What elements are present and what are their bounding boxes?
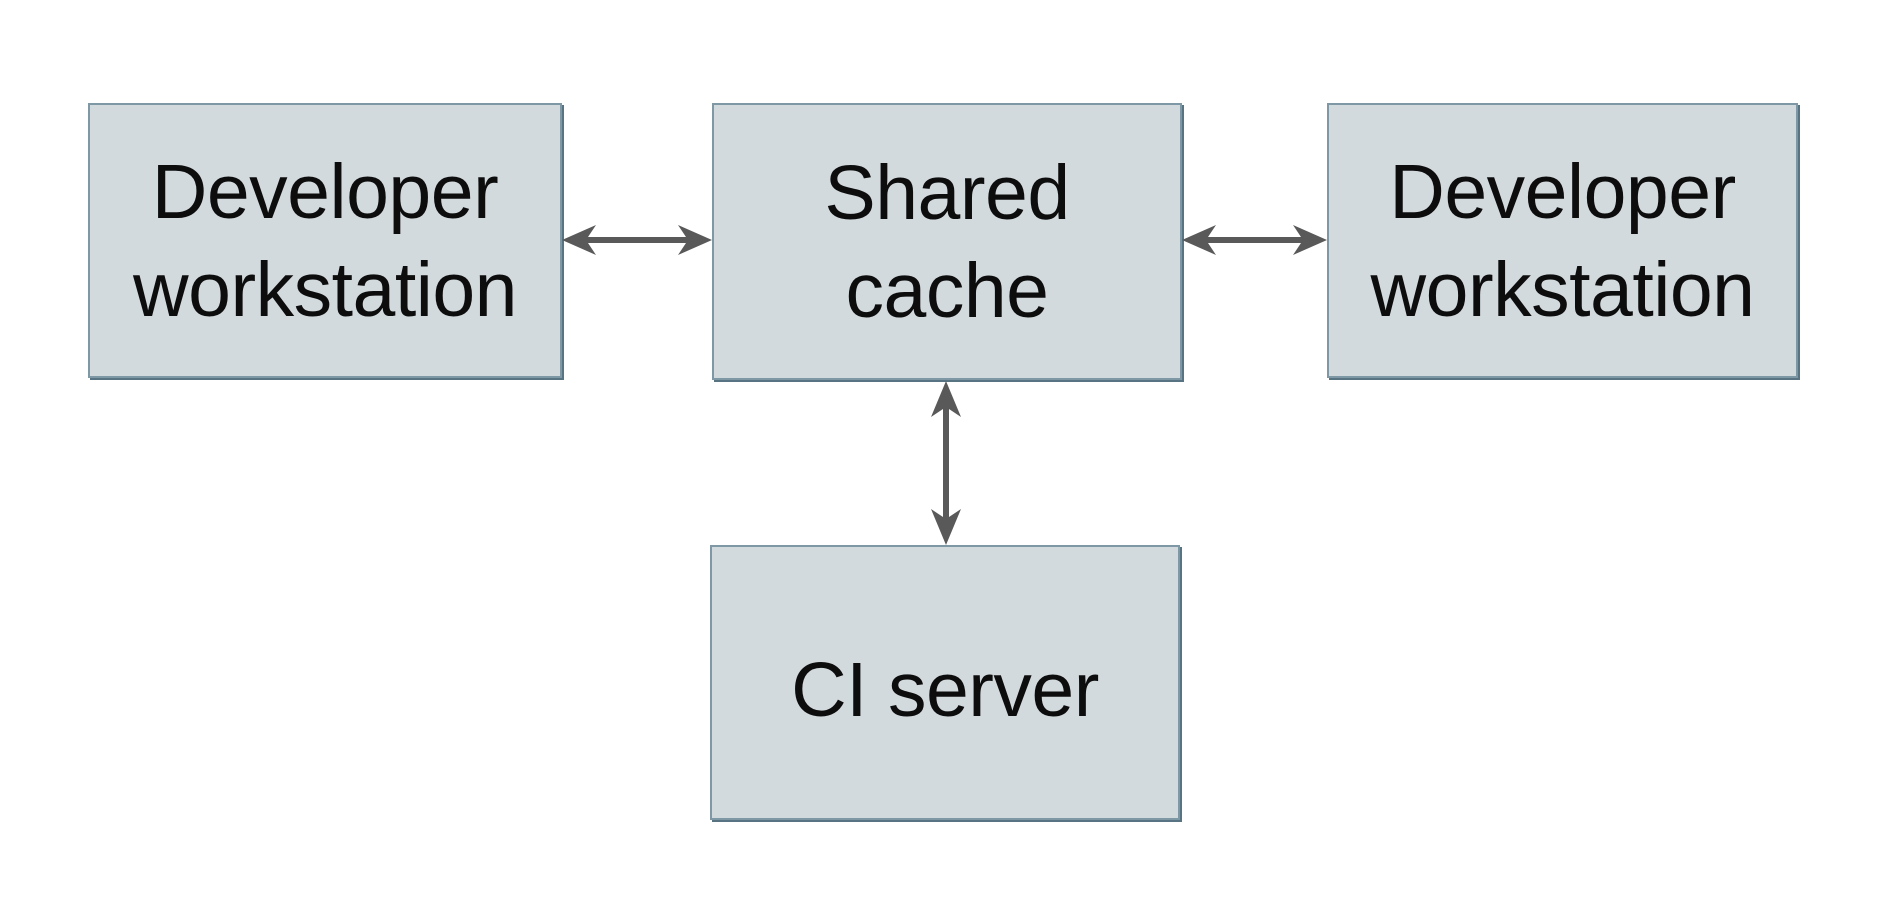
node-label-line: CI server [791,646,1099,733]
node-ci-server: CI server [710,545,1180,820]
double-arrow-horizontal-icon [1182,225,1327,255]
node-label-line: Developer [1389,148,1736,235]
double-arrow-horizontal-icon [562,225,712,255]
node-developer-workstation-right: Developer workstation [1327,103,1798,378]
arrow-cache-to-ci-server [924,379,968,547]
node-label-line: workstation [133,246,517,333]
node-label-line: Developer [151,148,499,235]
node-shared-cache: Shared cache [712,103,1182,380]
node-label-line: workstation [1370,246,1755,333]
node-label-line: cache [845,247,1049,334]
node-label-line: Shared [824,149,1070,236]
node-developer-workstation-left: Developer workstation [88,103,562,378]
arrow-left-workstation-to-cache [560,218,714,262]
double-arrow-vertical-icon [931,381,961,545]
arrow-cache-to-right-workstation [1180,218,1329,262]
